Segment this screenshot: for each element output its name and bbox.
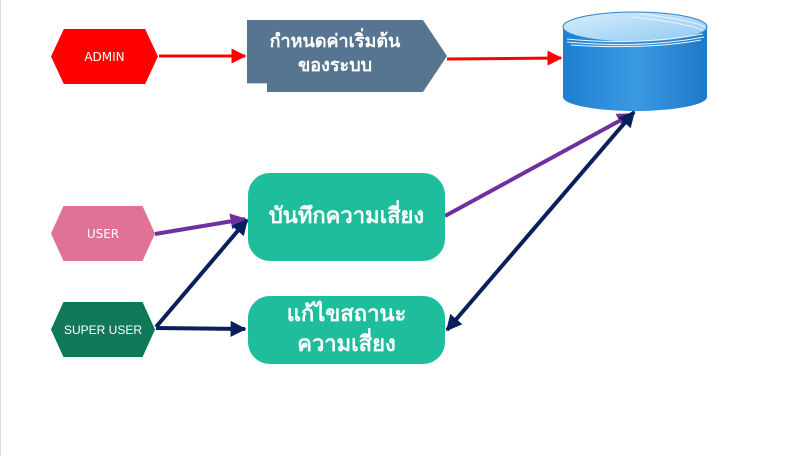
user-label: USER xyxy=(86,226,120,241)
system-config-line2: ของระบบ xyxy=(297,55,373,76)
edit-risk-line1: แก้ไขสถานะ xyxy=(286,302,407,327)
edit-risk-line2: ความเสี่ยง xyxy=(297,332,396,357)
admin-actor: ADMIN xyxy=(51,29,158,84)
system-config-process: กำหนดค่าเริ่มต้น ของระบบ xyxy=(247,20,447,92)
system-config-line1: กำหนดค่าเริ่มต้น xyxy=(269,31,401,52)
admin-label: ADMIN xyxy=(84,49,125,64)
edit-risk-status-process: แก้ไขสถานะ ความเสี่ยง xyxy=(248,296,445,364)
arrow-user-to-record xyxy=(154,213,247,236)
arrow-super-to-edit xyxy=(155,320,247,337)
record-risk-process: บันทึกความเสี่ยง xyxy=(248,173,445,261)
super-user-actor: SUPER USER xyxy=(51,302,155,357)
arrow-super-to-record xyxy=(154,218,249,329)
arrow-edit-database-bidirectional xyxy=(445,110,636,332)
super-user-label: SUPER USER xyxy=(63,322,143,337)
arrow-record-to-database xyxy=(444,112,634,218)
user-actor: USER xyxy=(51,206,155,261)
arrow-config-to-database xyxy=(446,50,563,66)
record-risk-label: บันทึกความเสี่ยง xyxy=(268,204,425,229)
database-cylinder-icon xyxy=(562,11,708,111)
